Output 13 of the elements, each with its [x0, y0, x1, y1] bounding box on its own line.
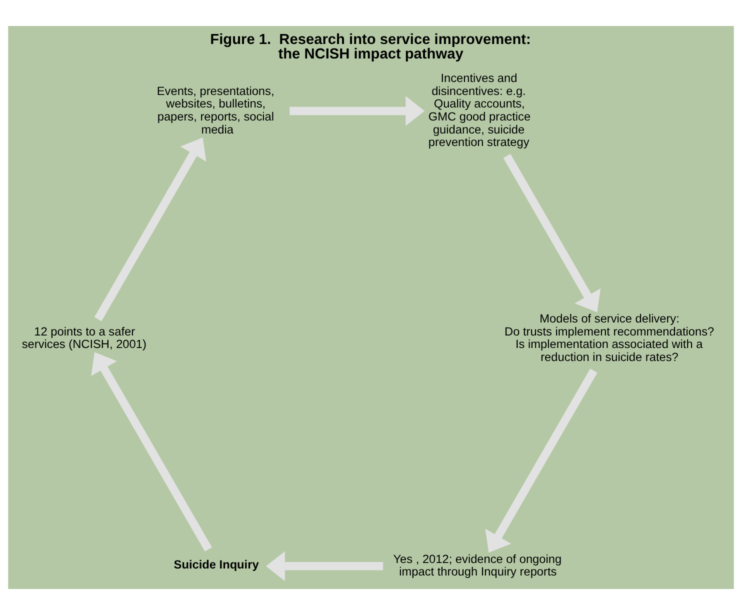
- node-text: Events, presentations, websites, bulletins, papers, reports, social media: [156, 84, 274, 136]
- node-text: Yes , 2012; evidence of ongoing impact through Inquiry reports: [393, 552, 562, 579]
- diagram-title: Figure 1. Research into service improvement: the NCISH impact pathway: [210, 32, 531, 63]
- arrow: [94, 138, 206, 322]
- arrow: [290, 96, 425, 126]
- arrow: [266, 551, 384, 582]
- node-text: Incentives and disincentives: e.g. Quality accounts, GMC good practice guidance, suicide prevention strategy: [428, 71, 531, 150]
- node-text: Suicide Inquiry: [174, 557, 259, 572]
- arrow: [503, 154, 601, 312]
- arrow: [485, 368, 598, 553]
- node-text: 12 points to a safer services (NCISH, 2001): [22, 324, 146, 352]
- node-text: Models of service delivery: Do trusts implement recommendations? Is implementation associated with a reduction in suicide rates?: [504, 311, 714, 364]
- arrow: [91, 352, 212, 552]
